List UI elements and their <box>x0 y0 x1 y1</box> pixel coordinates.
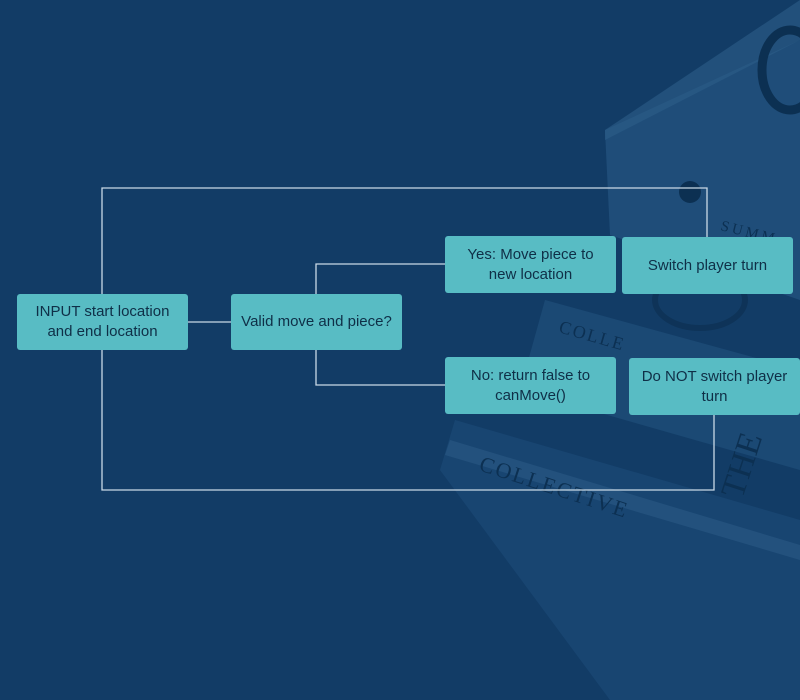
yes-move-node: Yes: Move piece to new location <box>445 236 616 293</box>
input-node: INPUT start location and end location <box>17 294 188 350</box>
loop-line-bottom <box>101 350 715 491</box>
switch-turn-node: Switch player turn <box>622 237 793 294</box>
decision-node: Valid move and piece? <box>231 294 402 350</box>
no-switch-turn-node: Do NOT switch player turn <box>629 358 800 415</box>
no-return-node: No: return false to canMove() <box>445 357 616 414</box>
loop-line-top <box>101 187 708 294</box>
decision-to-yes-line <box>315 263 445 294</box>
decision-to-no-line <box>315 350 445 386</box>
